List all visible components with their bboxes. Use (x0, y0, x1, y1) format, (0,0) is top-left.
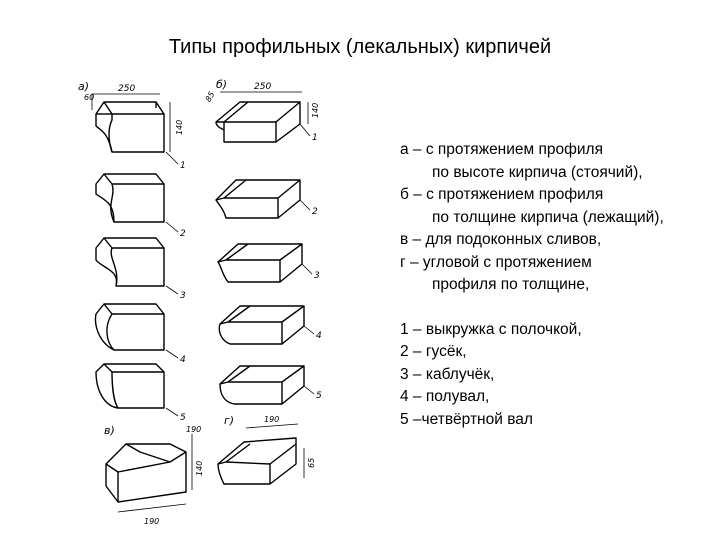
profile-bricks-drawing: а) б) в) г) 250 60 140 (74, 72, 334, 532)
panel-label-b: б) (216, 78, 227, 91)
brick-a1 (91, 93, 171, 153)
dim-v-height: 140 (195, 461, 204, 476)
profile-number-b2: 2 (312, 207, 318, 217)
brick-g (217, 423, 305, 485)
legend-type-a: а – с протяжением профиля (400, 141, 603, 158)
dim-a-shelf: 60 (84, 93, 94, 102)
legend-profile-2: 2 – гусёк, (400, 343, 467, 360)
profile-number-a4: 4 (180, 355, 186, 365)
profile-number-b1: 1 (312, 133, 318, 143)
legend-type-g: г – угловой с протяжением (400, 253, 592, 271)
dim-v-depth: 190 (186, 425, 201, 434)
profile-number-a2: 2 (180, 229, 186, 239)
legend-spacer (400, 297, 664, 319)
slide-title: Типы профильных (лекальных) кирпичей (168, 36, 552, 58)
brick-v (105, 434, 193, 513)
legend-type-v: в – для подоконных сливов, (400, 231, 602, 248)
dim-a-height: 140 (175, 120, 184, 135)
profile-number-b5: 5 (316, 391, 322, 401)
legend-type-b: б – с протяжением профиля (400, 186, 604, 203)
panel-label-g: г) (224, 414, 234, 427)
dim-a-length: 250 (118, 84, 135, 94)
brick-a5 (95, 363, 165, 409)
brick-b4 (218, 305, 305, 345)
legend-profile-5: 5 –четвёртной вал (400, 410, 533, 428)
legend-type-a-cont: по высоте кирпича (стоячий), (432, 163, 643, 181)
legend-profile-1: 1 – выкружка с полочкой, (400, 320, 582, 338)
dim-b-length: 250 (254, 82, 271, 92)
brick-b1 (215, 91, 309, 143)
profile-number-a5: 5 (180, 413, 186, 423)
dim-b-depth: 85 (204, 90, 217, 103)
dim-g-length: 190 (264, 415, 279, 424)
legend-profile-3: 3 – каблучёк, (400, 365, 495, 383)
brick-b2 (215, 179, 301, 219)
dim-g-height: 65 (307, 458, 316, 468)
panel-label-v: в) (104, 424, 115, 437)
profile-number-b4: 4 (316, 331, 322, 341)
legend: а – с протяжением профиля по высоте кирп… (400, 139, 664, 431)
dim-b-height: 140 (311, 103, 320, 118)
brick-b5 (219, 365, 305, 405)
profile-number-a1: 1 (180, 161, 186, 171)
brick-a3 (95, 237, 165, 287)
panel-label-a: а) (78, 80, 89, 93)
legend-type-b-cont: по толщине кирпича (лежащий), (432, 208, 664, 226)
legend-type-g-cont: профиля по толщине, (432, 276, 590, 293)
brick-a4 (94, 303, 165, 351)
profile-number-a3: 3 (180, 291, 186, 301)
brick-b3 (217, 243, 303, 283)
profile-number-b3: 3 (314, 271, 320, 281)
dim-v-length: 190 (144, 517, 159, 526)
legend-profile-4: 4 – полувал, (400, 388, 490, 405)
brick-a2 (95, 173, 165, 223)
